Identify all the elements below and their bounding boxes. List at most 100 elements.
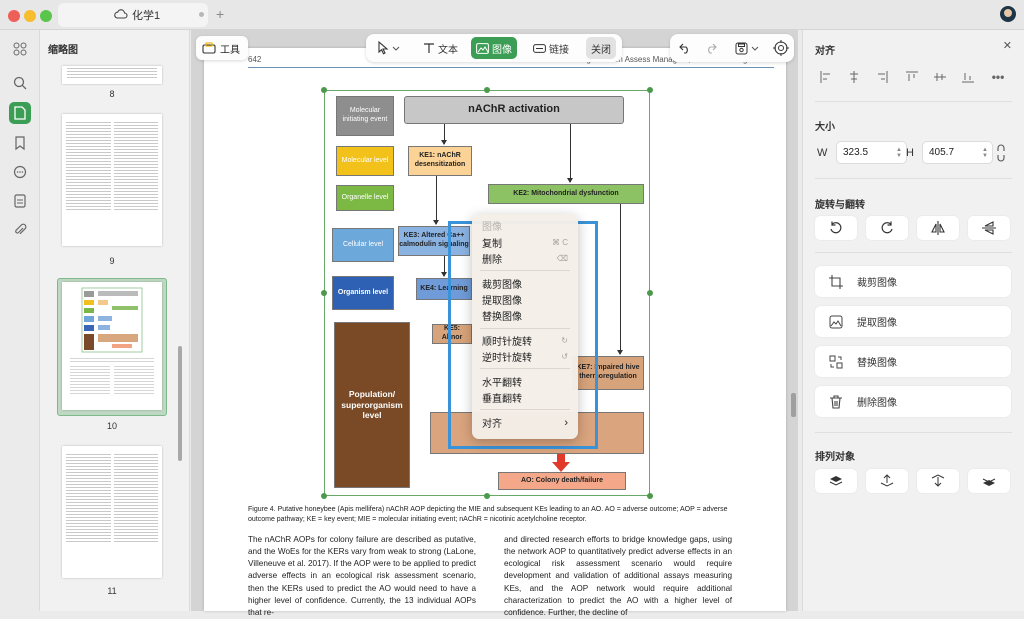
image-tool-button[interactable]: 图像 xyxy=(471,37,517,59)
replace-image-label: 替换图像 xyxy=(857,358,897,369)
close-edit-button[interactable]: 关闭 xyxy=(586,37,616,59)
minimize-window-button[interactable] xyxy=(24,10,36,22)
width-input[interactable]: 323.5 ▲▼ xyxy=(836,141,907,164)
replace-image-button[interactable]: 替换图像 xyxy=(815,346,1011,377)
extract-image-icon xyxy=(829,315,843,328)
align-bottom-icon[interactable] xyxy=(961,70,975,84)
edit-toolbar: 文本 图像 链接 关闭 xyxy=(366,34,622,62)
attachment-icon[interactable] xyxy=(9,219,31,241)
align-right-icon[interactable] xyxy=(875,70,889,84)
text-tool-button[interactable]: 文本 xyxy=(418,37,463,59)
height-label: H xyxy=(906,147,914,159)
width-value: 323.5 xyxy=(843,147,869,158)
search-icon[interactable] xyxy=(9,72,31,94)
undo-button[interactable] xyxy=(674,37,696,59)
level-molecular-box: Molecular level xyxy=(336,146,394,176)
comment-icon[interactable] xyxy=(9,161,31,183)
bring-to-front-icon xyxy=(829,476,843,486)
thumbnail-page-11[interactable] xyxy=(62,446,162,578)
redo-button[interactable] xyxy=(700,37,722,59)
image-properties-panel: 对齐 ✕ ••• 大小 W 323.5 ▲▼ H 405.7 ▲▼ 旋转与翻转 … xyxy=(802,30,1024,611)
aop-figure-image[interactable]: Molecular initiating event Molecular lev… xyxy=(321,87,653,499)
resize-handle[interactable] xyxy=(647,290,653,296)
context-menu-header-label: 图像 xyxy=(482,222,502,233)
close-window-button[interactable] xyxy=(8,10,20,22)
arrow xyxy=(441,256,447,277)
cloud-icon xyxy=(114,9,128,19)
bookmark-icon[interactable] xyxy=(9,132,31,154)
bring-to-front-button[interactable] xyxy=(815,469,857,493)
page-number: 642 xyxy=(248,55,262,64)
menu-item-copy[interactable]: 复制⌘ C xyxy=(482,235,568,250)
form-icon[interactable] xyxy=(9,190,31,212)
flip-vertical-button[interactable] xyxy=(968,216,1010,240)
stepper-icon[interactable]: ▲▼ xyxy=(982,146,988,159)
toolbox-icon xyxy=(202,42,216,54)
resize-handle[interactable] xyxy=(321,493,327,499)
align-center-horizontal-icon[interactable] xyxy=(847,70,861,84)
extract-image-button[interactable]: 提取图像 xyxy=(815,306,1011,337)
grid-icon[interactable] xyxy=(9,38,31,60)
red-down-arrow-icon xyxy=(552,454,570,472)
thumbnail-page-8[interactable] xyxy=(62,66,162,84)
send-backward-icon xyxy=(931,474,945,487)
new-tab-button[interactable]: + xyxy=(216,6,225,22)
save-button[interactable] xyxy=(730,37,764,59)
menu-item-rotate-cw[interactable]: 顺时针旋转↻ xyxy=(482,333,568,348)
resize-handle[interactable] xyxy=(321,290,327,296)
align-top-icon[interactable] xyxy=(905,70,919,84)
send-to-back-button[interactable] xyxy=(968,469,1010,493)
resize-handle[interactable] xyxy=(647,87,653,93)
menu-item-crop[interactable]: 裁剪图像 xyxy=(482,276,568,291)
bring-forward-button[interactable] xyxy=(866,469,908,493)
thumbnail-scrollbar[interactable] xyxy=(178,346,182,461)
page-thumbnail-icon[interactable] xyxy=(9,102,31,124)
resize-handle[interactable] xyxy=(484,87,490,93)
select-tool-button[interactable] xyxy=(372,37,405,59)
menu-separator xyxy=(480,270,570,271)
flip-horizontal-button[interactable] xyxy=(917,216,959,240)
avatar[interactable] xyxy=(1000,6,1016,22)
more-options-icon[interactable]: ••• xyxy=(991,70,1005,84)
resize-handle[interactable] xyxy=(647,493,653,499)
delete-image-button[interactable]: 删除图像 xyxy=(815,386,1011,417)
level-cellular-box: Cellular level xyxy=(332,228,394,262)
height-value: 405.7 xyxy=(929,147,955,158)
send-backward-button[interactable] xyxy=(917,469,959,493)
level-organism-box: Organism level xyxy=(332,276,394,310)
resize-handle[interactable] xyxy=(484,493,490,499)
link-icon xyxy=(533,43,546,53)
ai-assistant-button[interactable] xyxy=(768,37,794,59)
link-tool-label: 链接 xyxy=(549,44,569,56)
rotate-cw-button[interactable] xyxy=(866,216,908,240)
stepper-icon[interactable]: ▲▼ xyxy=(896,146,902,159)
section-divider xyxy=(815,432,1012,433)
thumbnail-figure-preview xyxy=(70,287,154,394)
menu-item-flip-vertical[interactable]: 垂直翻转 xyxy=(482,390,568,405)
close-icon[interactable]: ✕ xyxy=(1002,40,1012,52)
menu-item-extract[interactable]: 提取图像 xyxy=(482,292,568,307)
thumbnail-page-9[interactable] xyxy=(62,114,162,246)
rotate-ccw-icon: ↺ xyxy=(561,352,568,361)
tools-toolbar[interactable]: 工具 xyxy=(196,36,248,60)
document-tab[interactable]: 化学1 xyxy=(58,3,208,27)
lock-ratio-icon[interactable] xyxy=(996,144,1006,165)
align-middle-icon[interactable] xyxy=(933,70,947,84)
crop-image-button[interactable]: 裁剪图像 xyxy=(815,266,1011,297)
menu-item-label: 顺时针旋转 xyxy=(482,337,532,348)
resize-handle[interactable] xyxy=(321,87,327,93)
menu-item-delete[interactable]: 删除⌫ xyxy=(482,251,568,266)
menu-item-replace[interactable]: 替换图像 xyxy=(482,308,568,323)
height-input[interactable]: 405.7 ▲▼ xyxy=(922,141,993,164)
menu-item-align[interactable]: 对齐› xyxy=(482,415,568,431)
align-left-icon[interactable] xyxy=(819,70,833,84)
thumbnail-page-10[interactable] xyxy=(62,282,162,410)
ke5-box: KE5: Abnor xyxy=(432,324,472,344)
rotate-ccw-button[interactable] xyxy=(815,216,857,240)
link-tool-button[interactable]: 链接 xyxy=(528,37,574,59)
zoom-window-button[interactable] xyxy=(40,10,52,22)
flip-horizontal-icon xyxy=(931,221,945,235)
menu-item-rotate-ccw[interactable]: 逆时针旋转↺ xyxy=(482,349,568,364)
document-scrollbar[interactable] xyxy=(791,393,796,417)
menu-item-flip-horizontal[interactable]: 水平翻转 xyxy=(482,374,568,389)
